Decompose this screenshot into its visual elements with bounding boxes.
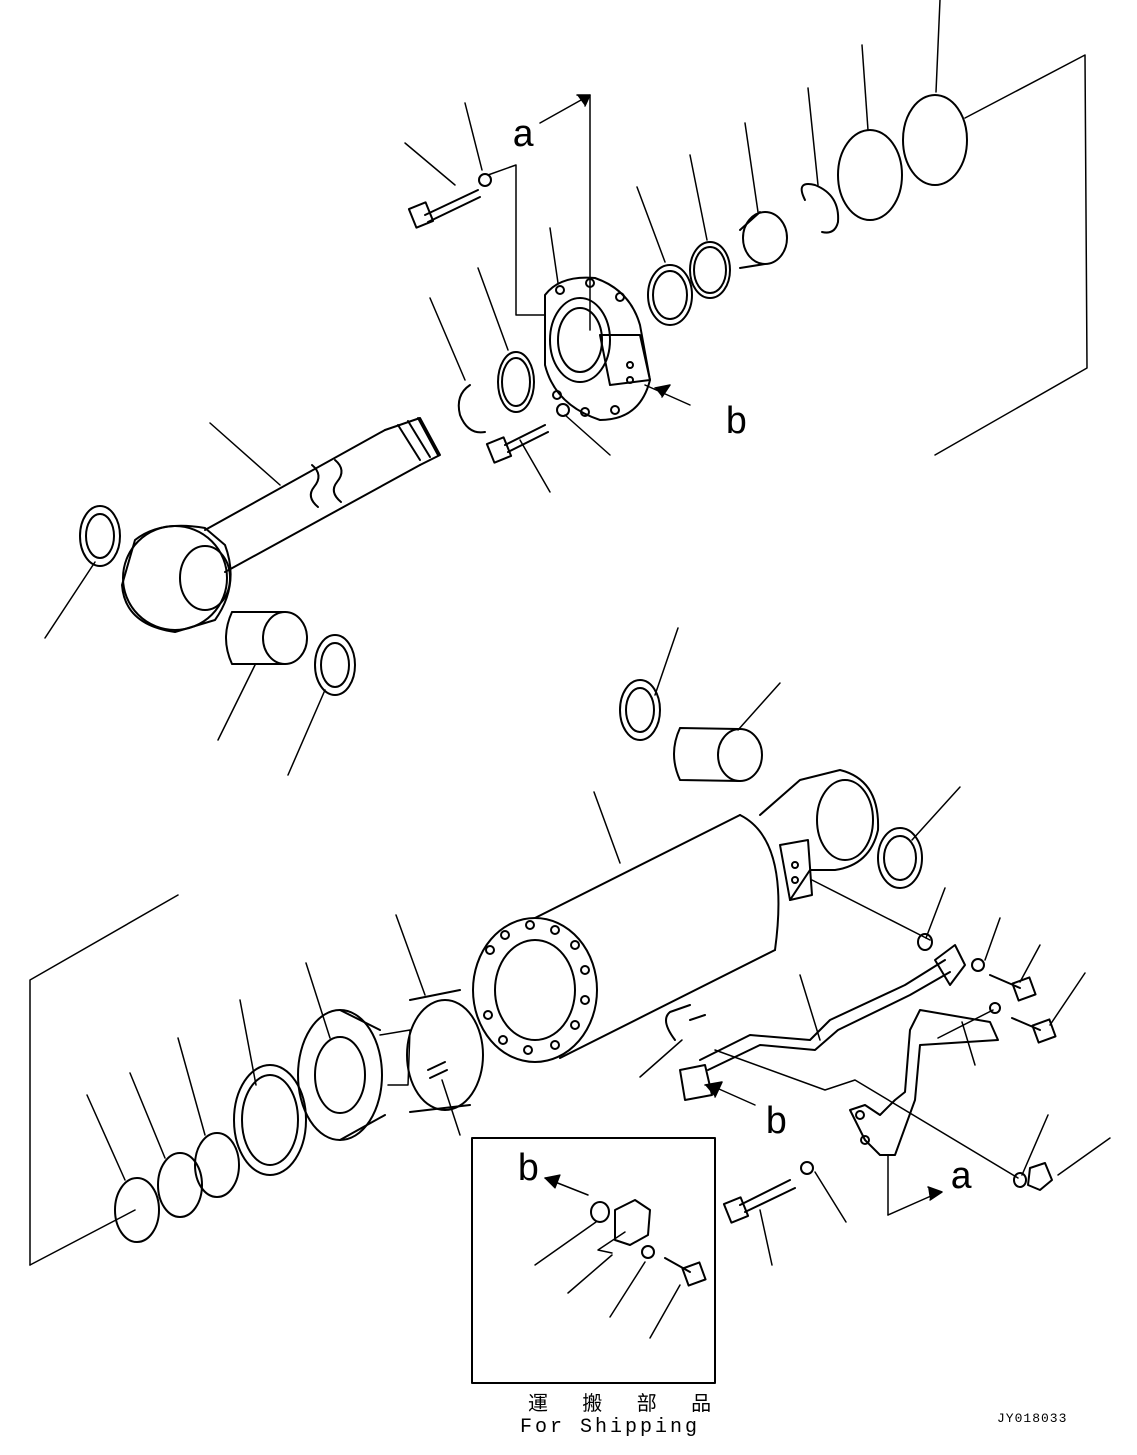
callout-b-top: b [725,402,748,445]
bolt-pipe-2 [1011,1017,1041,1031]
tube-body [534,814,776,1059]
callout-a-top: a [512,115,535,158]
bolt-lower [504,424,549,453]
piston-ring-2 [157,1152,203,1218]
head-ring-2 [647,264,693,326]
rod-bushing-body [225,611,286,665]
wear-ring [406,999,484,1111]
head-bolts [407,173,570,464]
bolt-top [424,189,481,223]
head-ring-1 [497,351,535,413]
rod-bushing-front [262,611,308,665]
rod-seal-left [79,505,121,567]
cylinder-head [544,276,651,421]
head-bore [549,297,611,383]
bracket [722,1009,1053,1224]
o-ring-large [837,129,903,221]
tube-bore [494,939,576,1041]
piston-seal [233,1064,307,1176]
tube-eye-bore [816,779,874,861]
rod-seal-right [314,634,356,696]
tube-seal-top [619,679,661,741]
washer-top [478,173,492,187]
nut [1027,1162,1053,1191]
inset-frame [471,1137,716,1384]
pipe-flange [679,1064,713,1101]
tube-bushing-seals [619,679,923,889]
piston [297,1009,383,1141]
head-seals [457,94,968,434]
bolt-pipe-1 [989,974,1021,989]
washer-bracket [800,1161,814,1175]
rod-assembly [79,417,441,696]
piston-ring-3 [114,1177,160,1243]
piston-ring-1 [194,1132,240,1198]
tube-pipe [699,959,951,1071]
inset-oring [590,1201,610,1223]
washer-pipe [971,958,985,972]
bolt-bracket [739,1179,796,1213]
head-flange [544,276,651,421]
u-bolt [665,1004,706,1041]
rod-thread [384,417,441,466]
head-port-block [599,334,651,386]
drawing-code: JY018033 [997,1411,1068,1426]
inset-bolt [664,1257,691,1273]
washer-nut [1013,1172,1027,1188]
head-ring-3 [689,241,731,299]
shipping-label-en: For Shipping [520,1416,701,1439]
washer-pipe-2 [989,1002,1001,1014]
inset-washer [641,1245,655,1259]
callout-b-mid: b [765,1102,788,1145]
o-ring-small [917,933,933,951]
tube-bushing-front [717,728,763,782]
pipe-clamp [934,944,966,986]
rod-break [309,459,343,508]
set-screw [427,1061,448,1079]
inset-clamp [614,1199,651,1246]
snap-ring [457,384,486,434]
rod-shaft [204,429,421,573]
callout-a-bottom: a [950,1157,973,1200]
rod-eye-bore [179,545,231,611]
head-bushing-front [742,211,788,265]
shipping-inset [471,1137,716,1384]
backup-ring-large [902,94,968,186]
rod-eye-ring [122,525,228,631]
washer-lower [556,403,570,417]
leader-lines-bottom [86,627,1111,1266]
callout-b-inset: b [517,1149,540,1192]
leader-lines-top [44,0,941,776]
tube-bottom-eye [759,769,880,901]
piston-parts [114,989,484,1243]
tube-port-block [779,839,813,901]
callout-frame-top [487,54,1088,456]
shipping-label-jp: 運 搬 部 品 [528,1391,726,1415]
bracket-body [849,1009,999,1156]
tube-seal-right [877,827,923,889]
callout-frame-bottom [29,879,1019,1266]
cylinder-tube [472,769,880,1063]
head-ring-4 [800,183,840,234]
piping [665,933,1057,1101]
